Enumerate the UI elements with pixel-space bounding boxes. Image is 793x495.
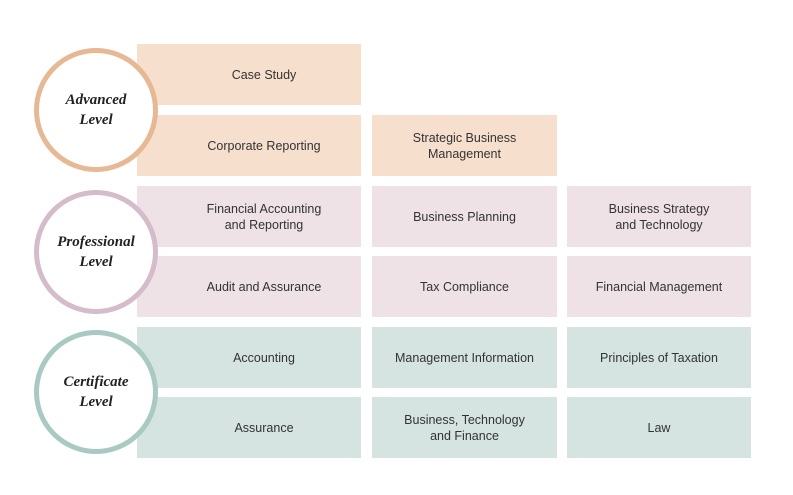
module-law: Law — [567, 397, 751, 458]
professional-level-title-line1: Professional — [57, 234, 135, 250]
module-case-study: Case Study — [137, 44, 361, 105]
module-principles-of-taxation: Principles of Taxation — [567, 327, 751, 388]
advanced-level-title-line2: Level — [79, 112, 113, 128]
module-accounting: Accounting — [137, 327, 361, 388]
professional-level-badge: Professional Level — [34, 190, 158, 314]
advanced-level-badge: Advanced Level — [34, 48, 158, 172]
module-audit-and-assurance: Audit and Assurance — [137, 256, 361, 317]
module-business-planning: Business Planning — [372, 186, 557, 247]
certificate-level-badge: Certificate Level — [34, 330, 158, 454]
certificate-level-title-line2: Level — [79, 394, 113, 410]
module-financial-management: Financial Management — [567, 256, 751, 317]
module-assurance: Assurance — [137, 397, 361, 458]
advanced-level-title-line1: Advanced — [65, 92, 127, 108]
module-corporate-reporting: Corporate Reporting — [137, 115, 361, 176]
certificate-level-title-line1: Certificate — [63, 374, 129, 390]
module-tax-compliance: Tax Compliance — [372, 256, 557, 317]
professional-level-title-line2: Level — [79, 254, 113, 270]
module-management-information: Management Information — [372, 327, 557, 388]
